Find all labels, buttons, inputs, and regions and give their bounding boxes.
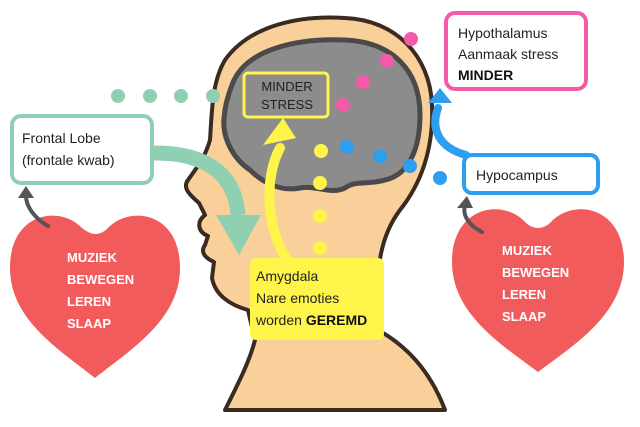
amygdala-line2: Nare emoties <box>256 290 339 306</box>
gray-arrow-right-shaft <box>462 204 484 234</box>
minder-stress-line2: STRESS <box>261 97 313 112</box>
green-dot <box>174 89 188 103</box>
green-dot <box>111 89 125 103</box>
yellow-dot <box>313 241 327 255</box>
green-dots <box>111 89 220 103</box>
blue-dots <box>340 140 447 185</box>
yellow-dots <box>313 144 328 255</box>
hypocampus-label: Hypocampus <box>476 167 558 183</box>
heart-left-item: BEWEGEN <box>67 272 134 287</box>
amygdala-line1: Amygdala <box>256 268 318 284</box>
amygdala-line3: worden GEREMD <box>255 312 367 328</box>
blue-dot <box>403 159 417 173</box>
heart-left-items: MUZIEK BEWEGEN LEREN SLAAP <box>67 250 134 331</box>
hypothalamus-box <box>444 11 588 91</box>
pink-dot <box>404 32 418 46</box>
heart-left-item: LEREN <box>67 294 111 309</box>
hypocampus-box <box>462 153 600 195</box>
pink-dot <box>356 75 370 89</box>
green-dot <box>206 89 220 103</box>
minder-stress-box <box>242 71 330 119</box>
blue-dot <box>340 140 354 154</box>
pink-dots <box>336 32 418 112</box>
blue-dot <box>433 171 447 185</box>
heart-left <box>10 215 180 378</box>
green-arrow-shaft <box>151 145 246 216</box>
heart-left-item: MUZIEK <box>67 250 117 265</box>
heart-right-item: LEREN <box>502 287 546 302</box>
green-arrowhead <box>216 215 261 255</box>
hypothalamus-line3: MINDER <box>458 67 513 83</box>
minder-stress-line1: MINDER <box>261 79 312 94</box>
amygdala-line3-bold: GEREMD <box>306 312 367 328</box>
hypothalamus-line1: Hypothalamus <box>458 25 548 41</box>
frontal-lobe-box <box>10 114 154 185</box>
hypothalamus-line2: Aanmaak stress <box>458 46 558 62</box>
yellow-dot <box>314 144 328 158</box>
yellow-arrowhead <box>263 118 296 145</box>
yellow-dot <box>313 209 327 223</box>
pink-dot <box>336 98 350 112</box>
yellow-dot <box>313 176 327 190</box>
amygdala-box <box>250 258 384 340</box>
blue-dot <box>373 149 387 163</box>
heart-right-item: SLAAP <box>502 309 546 324</box>
heart-right-item: MUZIEK <box>502 243 552 258</box>
heart-right-items: MUZIEK BEWEGEN LEREN SLAAP <box>502 243 569 324</box>
gray-arrow-right-head <box>457 196 473 208</box>
frontal-lobe-line2: (frontale kwab) <box>22 152 115 168</box>
heart-right <box>452 209 624 372</box>
amygdala-line3-prefix: worden <box>255 312 306 328</box>
blue-arrow-shaft <box>431 104 470 159</box>
heart-right-item: BEWEGEN <box>502 265 569 280</box>
pink-dot <box>380 54 394 68</box>
blue-arrowhead <box>428 88 452 103</box>
green-dot <box>143 89 157 103</box>
frontal-lobe-line1: Frontal Lobe <box>22 130 101 146</box>
heart-left-item: SLAAP <box>67 316 111 331</box>
gray-arrow-left-shaft <box>24 194 50 228</box>
gray-arrow-left-head <box>18 186 34 198</box>
yellow-arrow-shaft <box>264 143 291 263</box>
